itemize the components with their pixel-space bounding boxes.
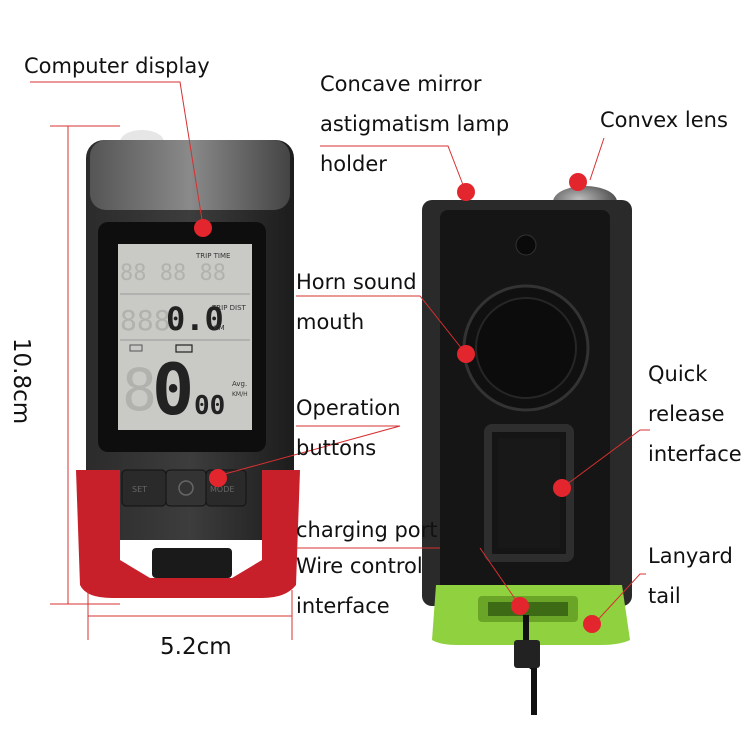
label-operation-line2: buttons (296, 436, 377, 460)
right-device (422, 186, 632, 715)
power-button[interactable] (165, 469, 207, 507)
label-computer-display: Computer display (24, 54, 210, 78)
marker-concave-mirror (457, 183, 475, 201)
mode-button-label: MODE (210, 485, 234, 494)
lcd-km: KM (214, 324, 225, 332)
lcd-dist-value: 0.0 (166, 300, 224, 338)
marker-lanyard-tail (583, 615, 601, 633)
dimension-lines (50, 125, 293, 640)
marker-convex-lens (569, 173, 587, 191)
label-lanyard-line1: Lanyard (648, 544, 733, 568)
svg-text:8: 8 (122, 356, 157, 424)
label-lanyard-line2: tail (648, 584, 681, 608)
marker-operation-buttons (209, 469, 227, 487)
label-concave-line2: astigmatism lamp (320, 112, 510, 136)
marker-dots (194, 173, 601, 633)
svg-text:88 88 88: 88 88 88 (120, 261, 226, 286)
label-operation-line1: Operation (296, 396, 401, 420)
lcd-kmh: KM/H (232, 391, 248, 398)
lcd-speed-dec: 00 (194, 391, 225, 421)
marker-charging-port (511, 597, 529, 615)
label-quick-line2: release (648, 402, 725, 426)
label-concave-line3: holder (320, 152, 387, 176)
label-horn-line2: mouth (296, 310, 365, 334)
left-device: 88 88 88 888 8 TRIP TIME TRIP DIST 0.0 K… (76, 130, 300, 598)
label-horn-line1: Horn sound (296, 270, 417, 294)
lcd-trip-dist: TRIP DIST (211, 304, 247, 312)
lcd-avg: Avg. (232, 380, 247, 388)
label-concave-line1: Concave mirror (320, 72, 482, 96)
dimension-width: 5.2cm (160, 634, 232, 660)
label-quick-line3: interface (648, 442, 742, 466)
mount-clip (152, 548, 232, 578)
power-icon (178, 480, 194, 496)
dimension-height: 10.8cm (8, 337, 35, 425)
lcd-trip-time: TRIP TIME (195, 252, 230, 260)
red-mount (76, 470, 300, 598)
battery-icon (175, 344, 193, 353)
device-top (90, 140, 290, 210)
label-wire-line1: Wire control (296, 554, 423, 578)
bike-icon (129, 344, 143, 352)
label-wire-line2: interface (296, 594, 390, 618)
marker-horn (457, 345, 475, 363)
callout-lines (30, 81, 650, 625)
screw-hole (515, 234, 537, 256)
label-convex-lens: Convex lens (600, 108, 728, 132)
svg-text:888: 888 (120, 304, 171, 337)
set-button-label: SET (132, 485, 147, 494)
lcd-screen (118, 244, 252, 430)
marker-quick-release (553, 479, 571, 497)
label-quick-line1: Quick (648, 362, 708, 386)
quick-release-mount (484, 424, 574, 562)
marker-computer-display (194, 219, 212, 237)
label-charging-port: charging port (296, 518, 438, 542)
lcd-speed-int: 0 (152, 349, 194, 431)
